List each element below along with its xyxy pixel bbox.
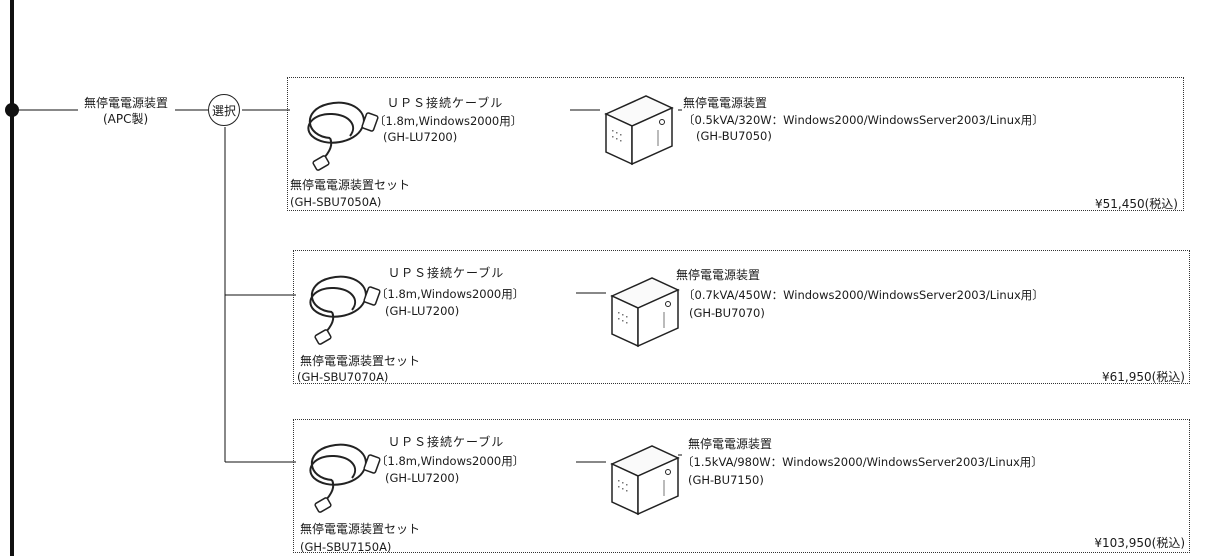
ups-device-icon [604, 95, 674, 166]
selector-label: 選択 [211, 103, 236, 118]
cable-icon [307, 101, 379, 171]
selector-circle: 選択 [208, 94, 240, 126]
cable-title: ＵＰＳ接続ケーブル [388, 266, 505, 280]
ups-device-icon [610, 277, 680, 348]
option-box-3 [293, 419, 1190, 553]
cable-model: (GH-LU7200) [385, 304, 460, 318]
source-name: 無停電電源装置 [84, 96, 169, 110]
set-name: 無停電電源装置セット [300, 354, 421, 368]
ups-model: (GH-BU7070) [689, 306, 765, 320]
option-box-2 [293, 250, 1190, 384]
cable-spec: 〔1.8m,Windows2000用〕 [376, 287, 525, 301]
cable-title: ＵＰＳ接続ケーブル [387, 96, 504, 110]
ups-title: 無停電電源装置 [688, 437, 773, 451]
option-box-1 [287, 77, 1184, 211]
set-model: (GH-SBU7150A) [300, 540, 392, 554]
price: ¥61,950(税込) [1102, 370, 1185, 384]
ups-model: (GH-BU7050) [696, 129, 772, 143]
set-model: (GH-SBU7070A) [297, 370, 389, 384]
set-model: (GH-SBU7050A) [290, 195, 382, 209]
ups-spec: 〔1.5kVA/980W：Windows2000/WindowsServer20… [682, 455, 1043, 469]
cable-spec: 〔1.8m,Windows2000用〕 [374, 114, 523, 128]
ups-title: 無停電電源装置 [676, 268, 761, 282]
cable-spec: 〔1.8m,Windows2000用〕 [376, 454, 525, 468]
price: ¥103,950(税込) [1094, 536, 1185, 550]
cable-icon [309, 275, 381, 345]
cable-model: (GH-LU7200) [383, 130, 458, 144]
set-name: 無停電電源装置セット [300, 522, 421, 536]
source-maker: (APC製) [103, 112, 149, 126]
cable-title: ＵＰＳ接続ケーブル [388, 435, 505, 449]
price: ¥51,450(税込) [1095, 197, 1178, 211]
ups-model: (GH-BU7150) [688, 473, 764, 487]
ups-spec: 〔0.7kVA/450W：Windows2000/WindowsServer20… [683, 288, 1044, 302]
cable-model: (GH-LU7200) [385, 471, 460, 485]
cable-icon [309, 443, 381, 513]
ups-title: 無停電電源装置 [683, 96, 768, 110]
ups-spec: 〔0.5kVA/320W：Windows2000/WindowsServer20… [683, 113, 1044, 127]
set-name: 無停電電源装置セット [290, 178, 411, 192]
ups-device-icon [610, 445, 680, 516]
